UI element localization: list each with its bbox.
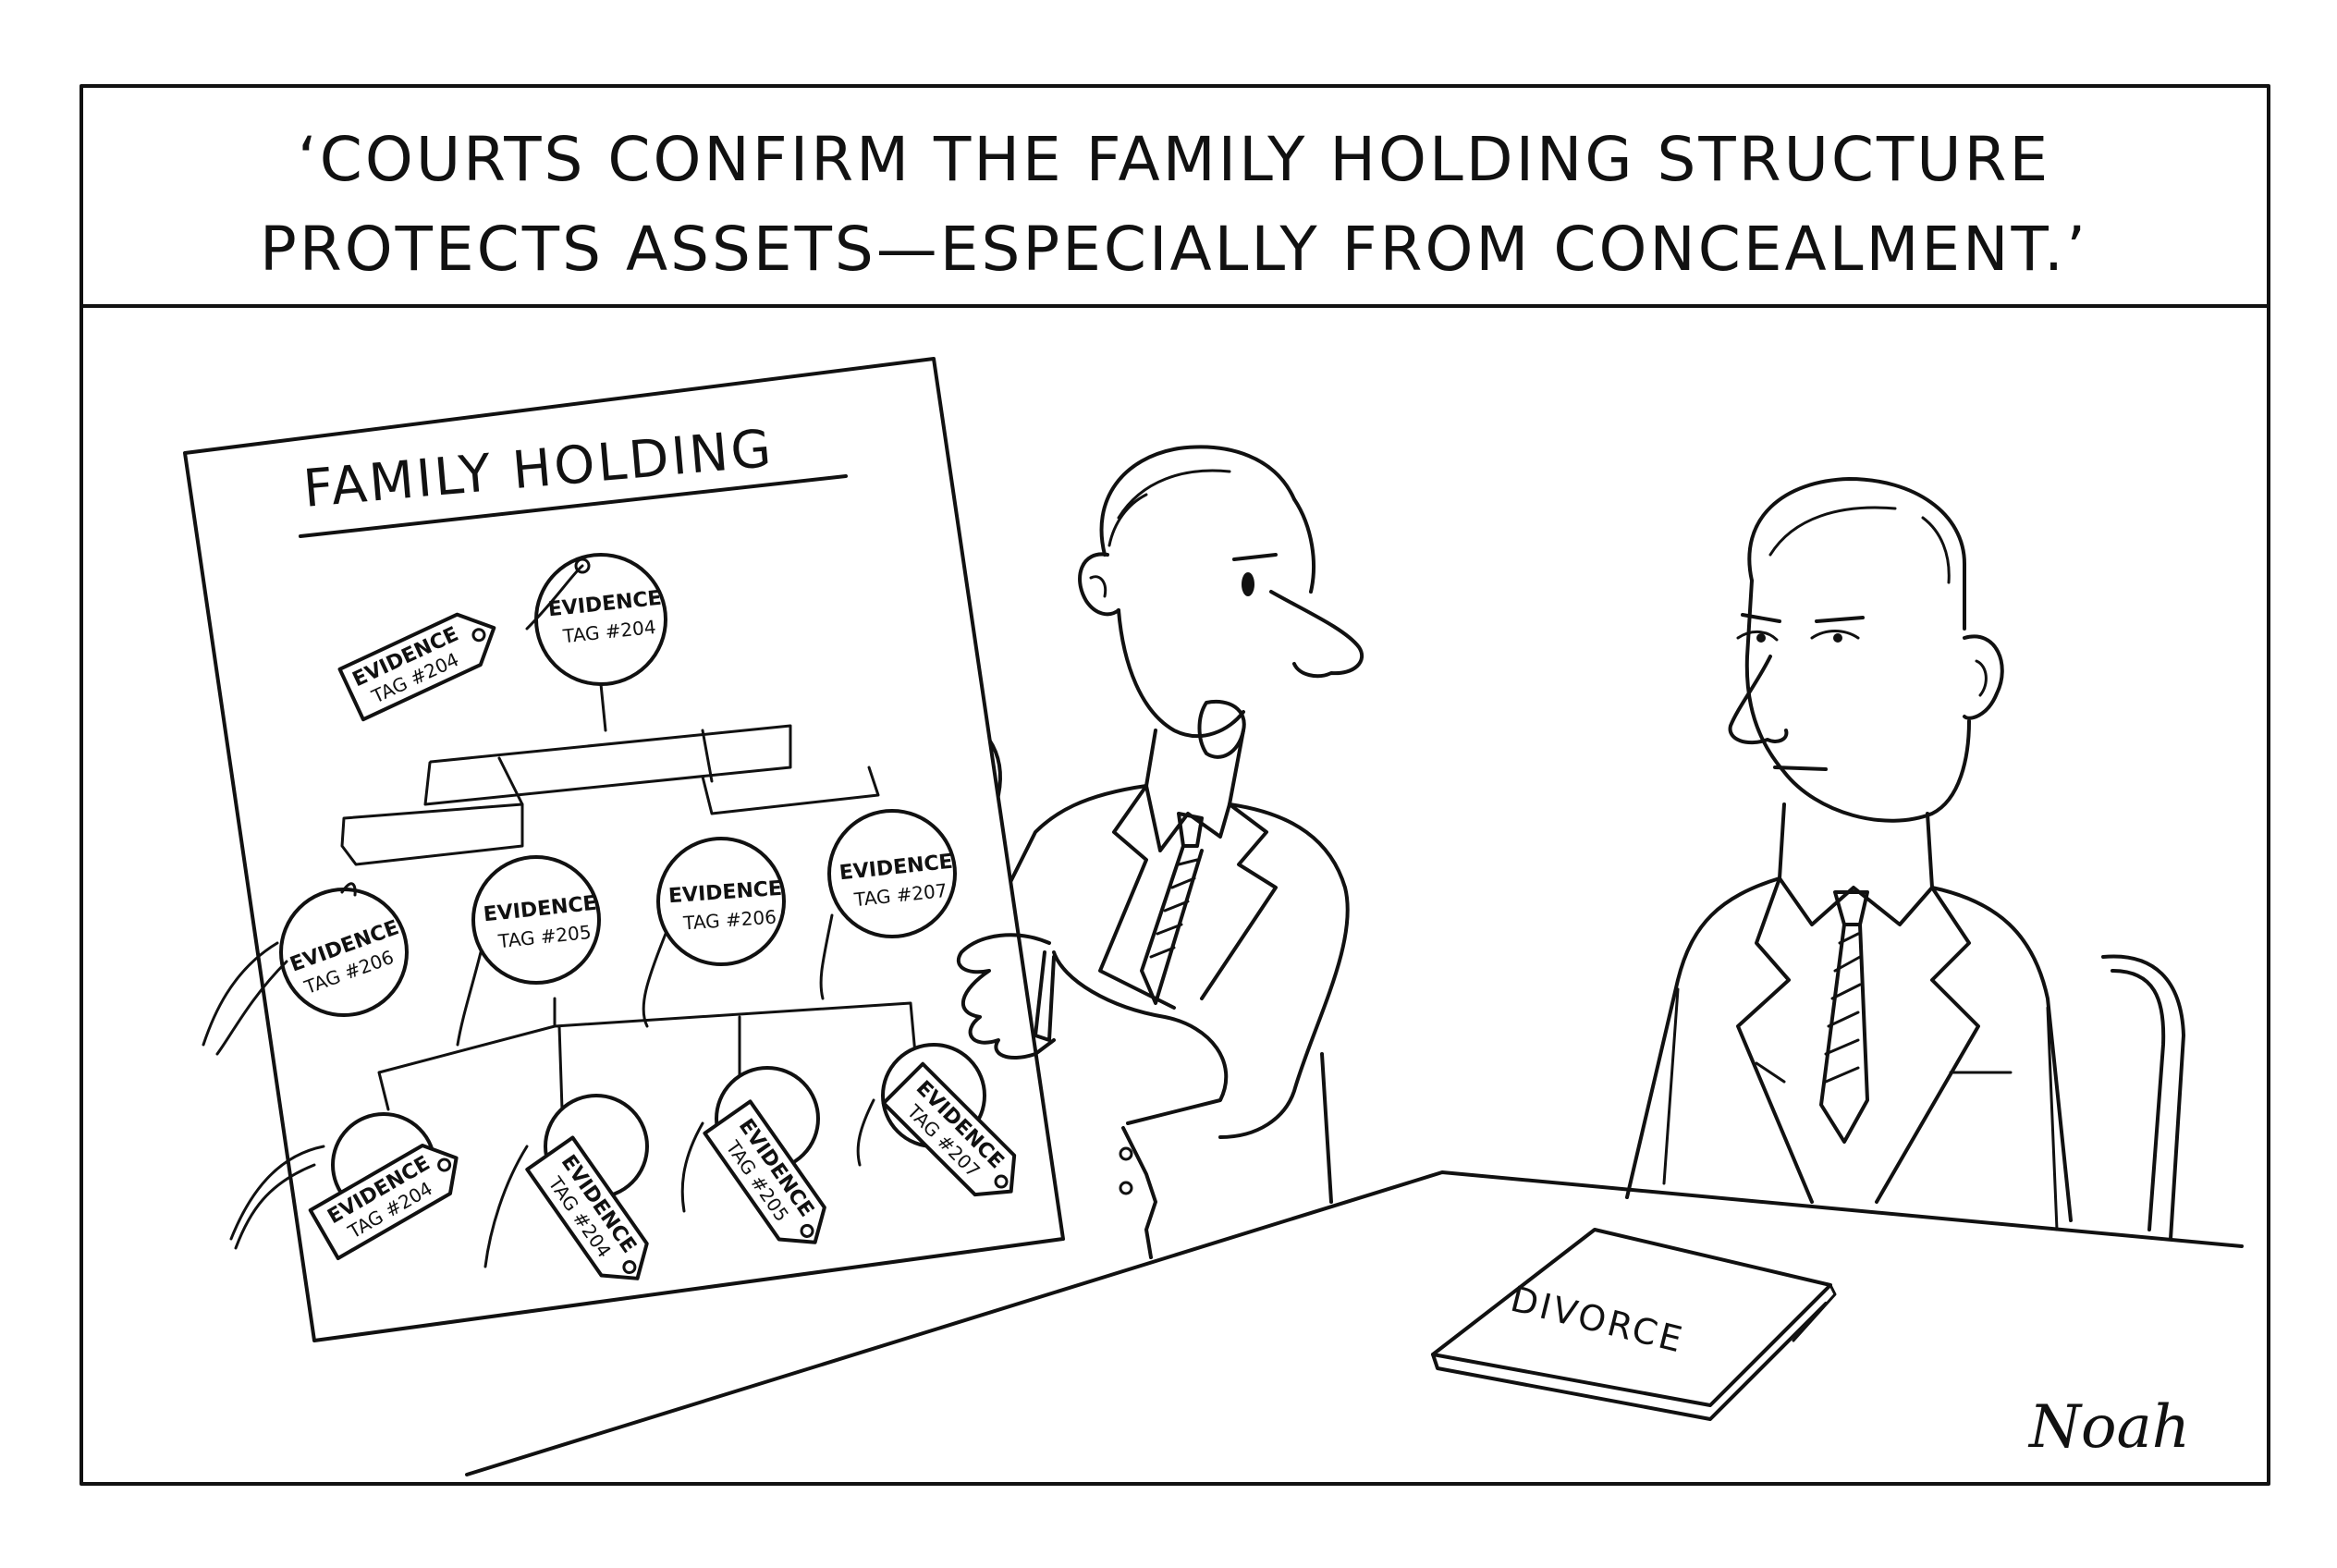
- low-tag-1: [308, 1144, 459, 1260]
- chair: [2101, 954, 2185, 1241]
- hand-side: [956, 933, 1056, 1060]
- mid-tag-3: [656, 837, 786, 966]
- divorce-folder: DIVORCE: [1431, 1228, 1837, 1421]
- seated-man: [1625, 477, 2073, 1231]
- caption-line-1: ‘COURTS CONFIRM THE FAMILY HOLDING STRUC…: [298, 124, 2050, 195]
- panel-frame: [80, 84, 2270, 1486]
- low-tag-4: [881, 1061, 1017, 1197]
- top-hang-tag: [337, 612, 496, 722]
- mid-tag-4: [827, 809, 957, 938]
- org-chart-board: FAMILY HOLDING EVIDENCE TAG #204 EVIDENC…: [183, 357, 1065, 1342]
- mid-tag-2: [471, 855, 601, 985]
- artist-signature: Noah: [2027, 1393, 2190, 1462]
- caption-line-2: PROTECTS ASSETS—ESPECIALLY FROM CONCEALM…: [260, 214, 2088, 285]
- low-tag-2: [525, 1135, 649, 1280]
- table: [465, 1170, 2244, 1476]
- low-tag-3: [703, 1099, 826, 1244]
- presenting-man: [997, 445, 1364, 1259]
